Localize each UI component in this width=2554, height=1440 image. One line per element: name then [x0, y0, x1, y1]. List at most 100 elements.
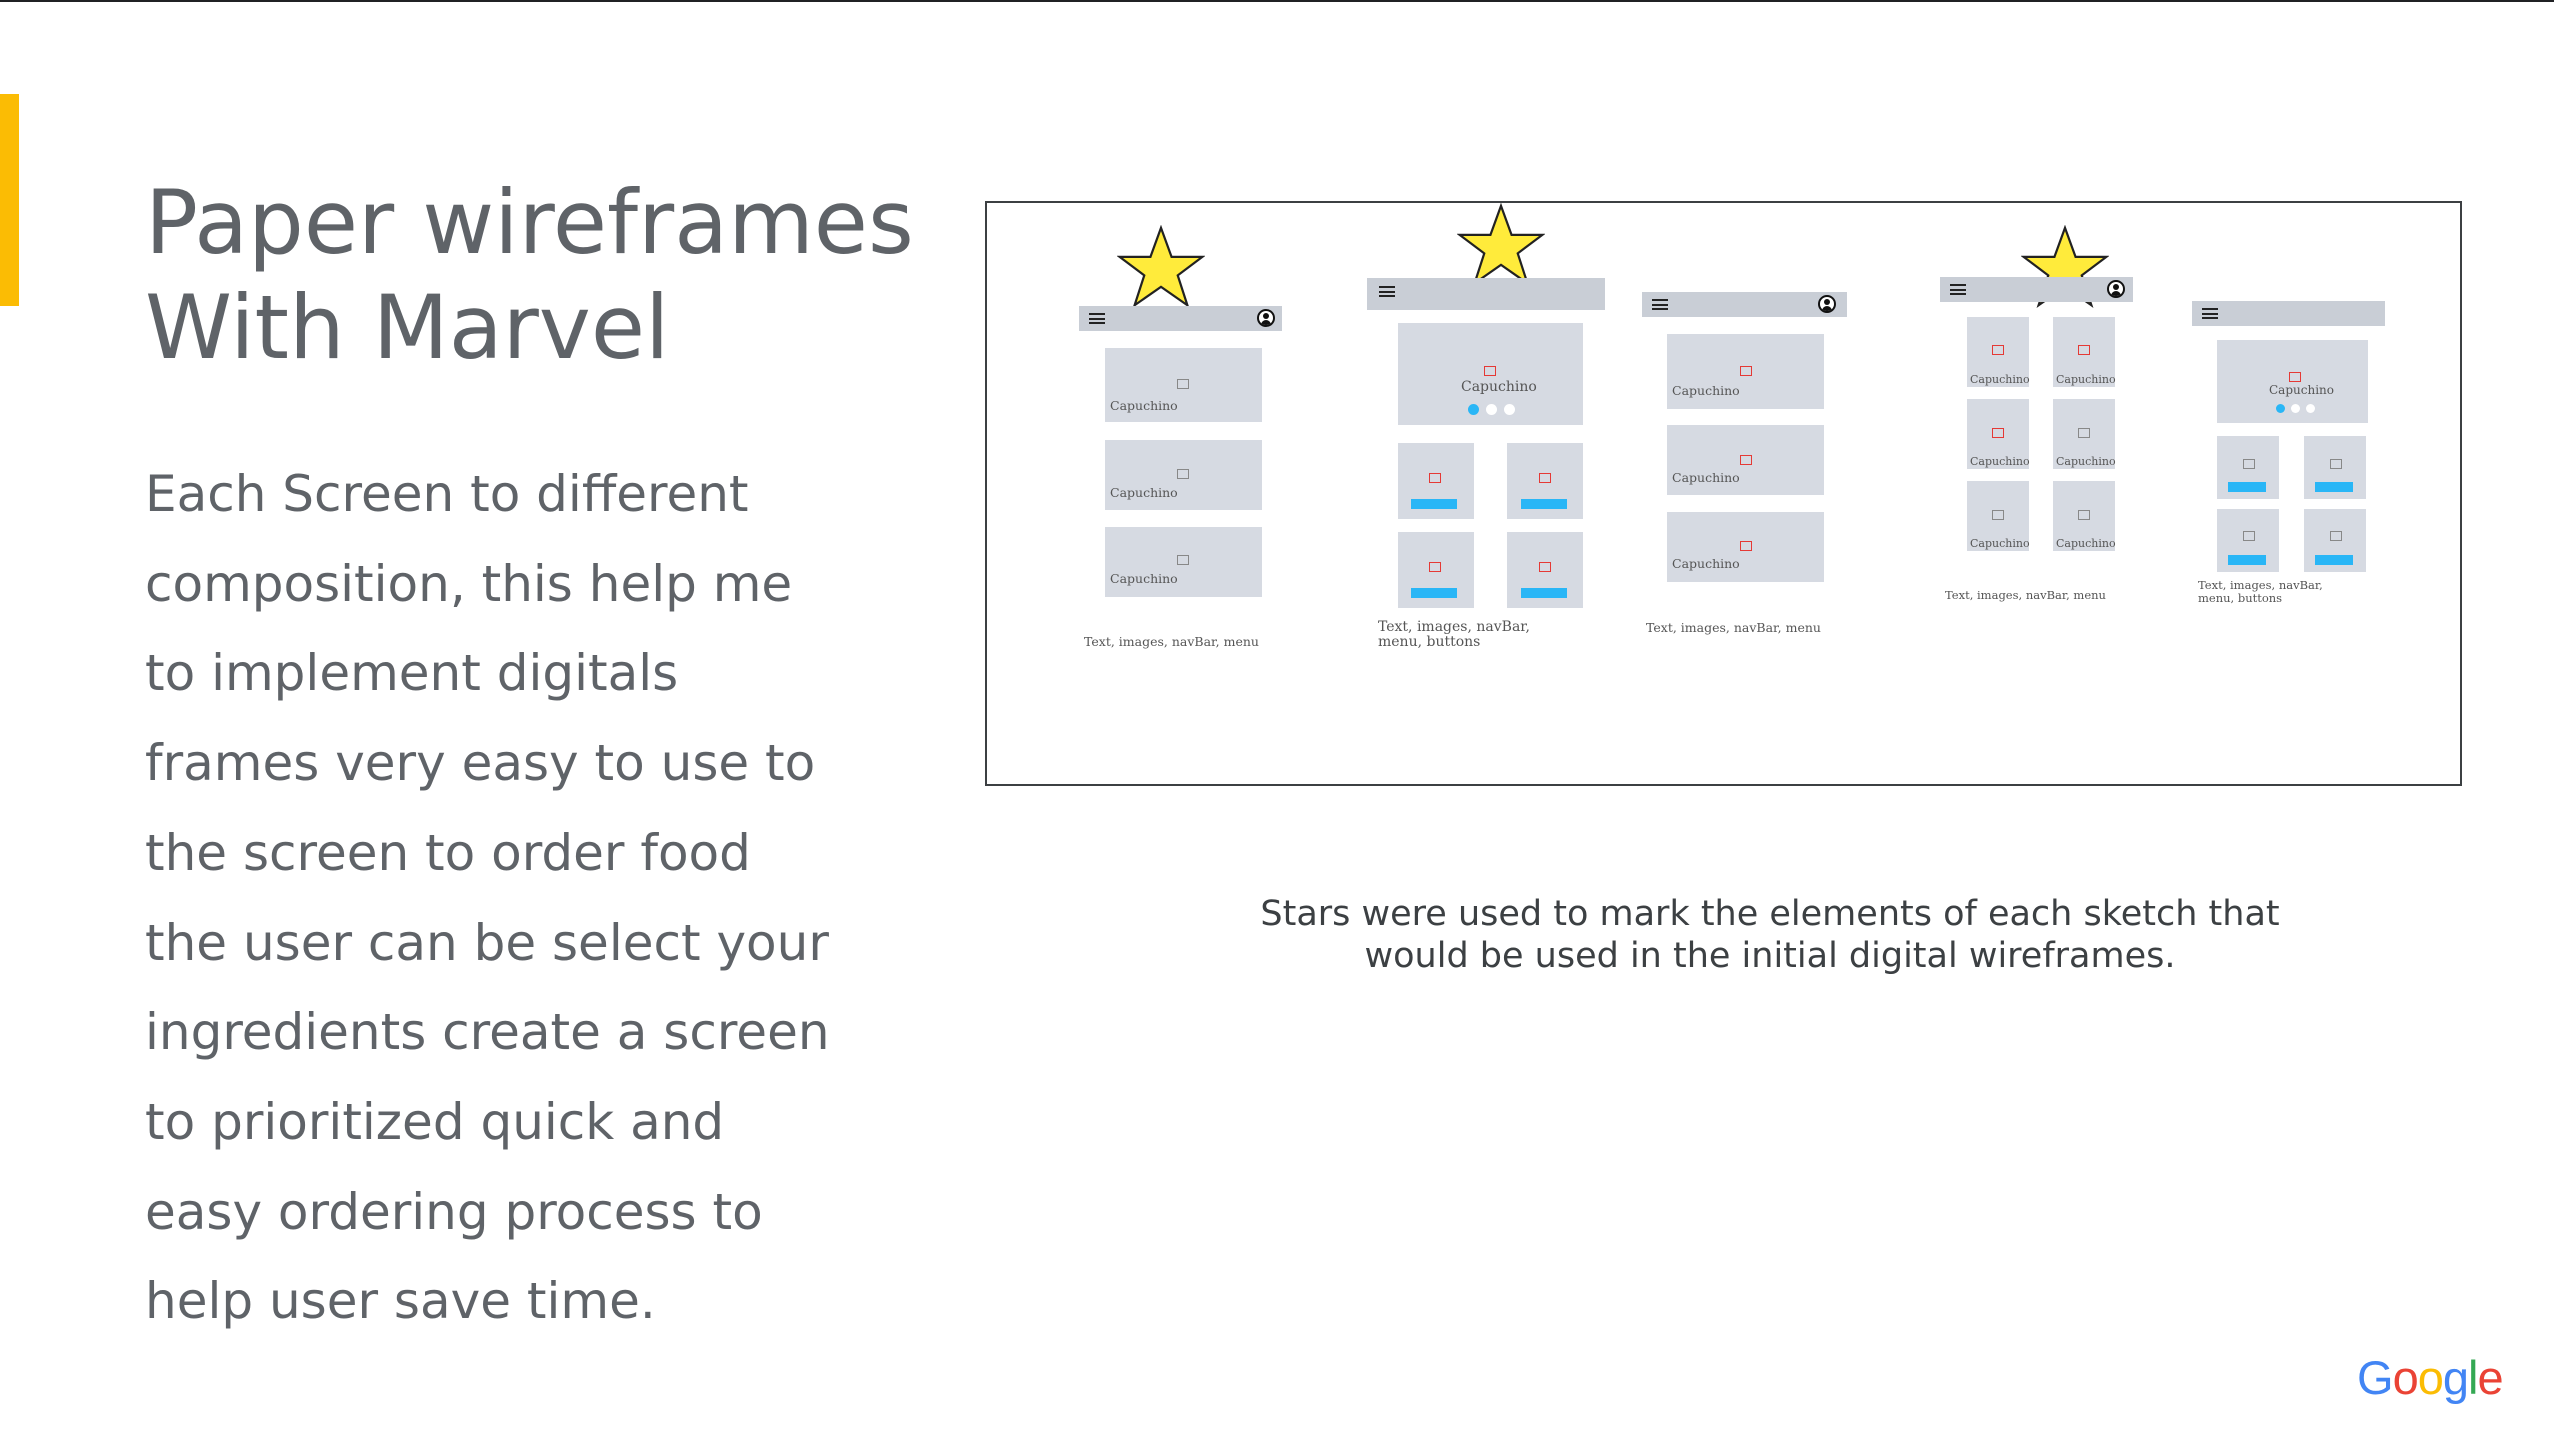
grid-card [2053, 317, 2115, 387]
grid-card [1967, 317, 2029, 387]
item-label: Capuchino [1672, 470, 1740, 485]
carousel-dot [2291, 404, 2300, 413]
carousel-dot [2276, 404, 2285, 413]
add-button [2228, 482, 2266, 492]
slide-body: Each Screen to different composition, th… [145, 450, 845, 1347]
add-button [1521, 499, 1567, 509]
star-icon [1117, 225, 1205, 309]
list-card [1105, 527, 1262, 597]
add-button [2315, 555, 2353, 565]
logo-letter: G [2357, 1351, 2394, 1404]
image-icon [2243, 459, 2255, 469]
list-card [1667, 512, 1824, 582]
logo-letter: e [2477, 1351, 2503, 1404]
item-label: Capuchino [2056, 373, 2116, 386]
item-label: Capuchino [1970, 373, 2030, 386]
menu-icon [1950, 284, 1966, 295]
sketch-note: Text, images, navBar, menu, buttons [1378, 619, 1530, 650]
title-line: Paper wireframes [145, 171, 914, 274]
body-line: composition, this help me [145, 554, 793, 613]
item-label: Capuchino [2269, 383, 2334, 397]
image-icon [1992, 428, 2004, 438]
item-label: Capuchino [1110, 571, 1178, 586]
body-line: the screen to order food [145, 823, 751, 882]
navbar [1367, 278, 1605, 310]
item-label: Capuchino [1461, 379, 1537, 395]
body-line: frames very easy to use to [145, 734, 816, 793]
star-icon [1457, 203, 1545, 287]
carousel-dot [1504, 404, 1515, 415]
profile-icon [1818, 295, 1836, 313]
body-line: easy ordering process to [145, 1182, 763, 1241]
item-label: Capuchino [1672, 383, 1740, 398]
add-button [1521, 588, 1567, 598]
image-icon [1992, 345, 2004, 355]
image-icon [1177, 379, 1189, 389]
carousel-dot [2306, 404, 2315, 413]
logo-letter: g [2442, 1351, 2469, 1404]
image-icon [2078, 345, 2090, 355]
navbar [2192, 301, 2385, 326]
menu-icon [2202, 308, 2218, 319]
image-icon [2243, 531, 2255, 541]
body-line: to prioritized quick and [145, 1092, 725, 1151]
image-icon [2330, 459, 2342, 469]
image-icon [1539, 473, 1551, 483]
list-card [1667, 425, 1824, 495]
item-label: Capuchino [2056, 537, 2116, 550]
item-label: Capuchino [1970, 537, 2030, 550]
grid-card [2053, 481, 2115, 551]
item-label: Capuchino [1110, 398, 1178, 413]
image-icon [1740, 455, 1752, 465]
list-card [1105, 348, 1262, 422]
body-line: Each Screen to different [145, 465, 749, 523]
carousel-dot [1468, 404, 1479, 415]
grid-card [1967, 399, 2029, 469]
item-label: Capuchino [1970, 455, 2030, 468]
profile-icon [2107, 280, 2125, 298]
logo-letter: l [2467, 1351, 2479, 1404]
image-icon [1429, 473, 1441, 483]
body-line: help user save time. [145, 1272, 656, 1331]
add-button [1411, 588, 1457, 598]
slide-title: Paper wireframes With Marvel [145, 170, 945, 380]
navbar [1940, 277, 2133, 302]
image-icon [1177, 555, 1189, 565]
list-card [1105, 440, 1262, 510]
image-icon [2330, 531, 2342, 541]
body-line: the user can be select your [145, 913, 829, 972]
top-border-line [0, 0, 2554, 2]
navbar [1642, 292, 1847, 317]
image-icon [2078, 428, 2090, 438]
navbar [1079, 306, 1282, 331]
item-label: Capuchino [1672, 556, 1740, 571]
menu-icon [1089, 313, 1105, 324]
accent-bar [0, 94, 19, 306]
caption-line: Stars were used to mark the elements of … [1260, 894, 2280, 934]
image-icon [1484, 366, 1496, 376]
title-line: With Marvel [145, 276, 670, 379]
image-icon [2289, 372, 2301, 382]
image-icon [1740, 541, 1752, 551]
add-button [1411, 499, 1457, 509]
caption-line: would be used in the initial digital wir… [1364, 936, 2176, 976]
image-icon [1429, 562, 1441, 572]
item-label: Capuchino [1110, 485, 1178, 500]
grid-card [1967, 481, 2029, 551]
grid-card [2053, 399, 2115, 469]
image-icon [1539, 562, 1551, 572]
wireframes-image: Capuchino Capuchino Capuchino Text, imag… [985, 201, 2462, 786]
item-label: Capuchino [2056, 455, 2116, 468]
body-line: ingredients create a screen [145, 1003, 830, 1062]
carousel-dot [1486, 404, 1497, 415]
image-icon [1740, 366, 1752, 376]
menu-icon [1652, 299, 1668, 310]
body-line: to implement digitals [145, 644, 679, 703]
profile-icon [1257, 309, 1275, 327]
list-card [1667, 334, 1824, 409]
image-icon [2078, 510, 2090, 520]
sketch-note: Text, images, navBar, menu, buttons [2198, 578, 2323, 605]
sketch-note: Text, images, navBar, menu [1945, 588, 2106, 602]
logo-letter: o [2417, 1351, 2444, 1404]
menu-icon [1379, 286, 1395, 297]
